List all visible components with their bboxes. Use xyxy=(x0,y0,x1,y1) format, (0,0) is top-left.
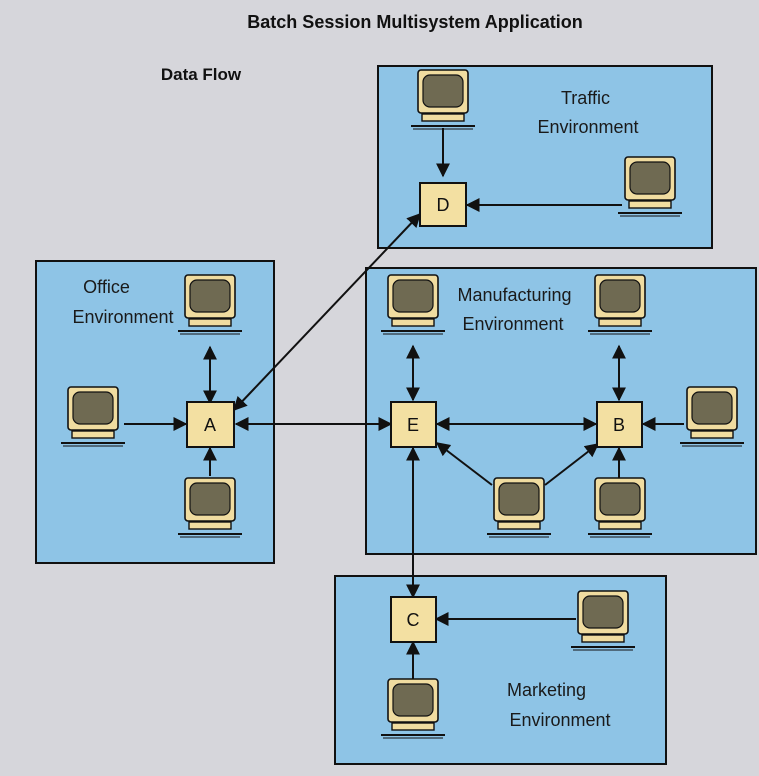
manufacturing-environment-label: Manufacturing Environment xyxy=(457,285,576,334)
diagram-subtitle: Data Flow xyxy=(161,65,242,84)
node-e: E xyxy=(390,401,437,448)
svg-text:C: C xyxy=(407,610,420,630)
svg-text:B: B xyxy=(613,415,625,435)
svg-text:D: D xyxy=(437,195,450,215)
diagram-title: Batch Session Multisystem Application xyxy=(247,12,582,32)
node-d: D xyxy=(419,182,467,227)
node-c: C xyxy=(390,596,437,643)
arrow-terminal-center-to-b xyxy=(544,443,600,486)
link-d-a xyxy=(233,212,421,412)
office-environment-label: Office Environment xyxy=(72,277,173,327)
svg-text:A: A xyxy=(204,415,216,435)
connections xyxy=(124,128,684,683)
arrow-terminal-center-to-e xyxy=(435,442,493,486)
traffic-environment-label: Traffic Environment xyxy=(537,88,638,137)
node-b: B xyxy=(596,401,643,448)
svg-text:E: E xyxy=(407,415,419,435)
marketing-environment-label: Marketing Environment xyxy=(507,680,611,730)
node-a: A xyxy=(186,401,235,448)
